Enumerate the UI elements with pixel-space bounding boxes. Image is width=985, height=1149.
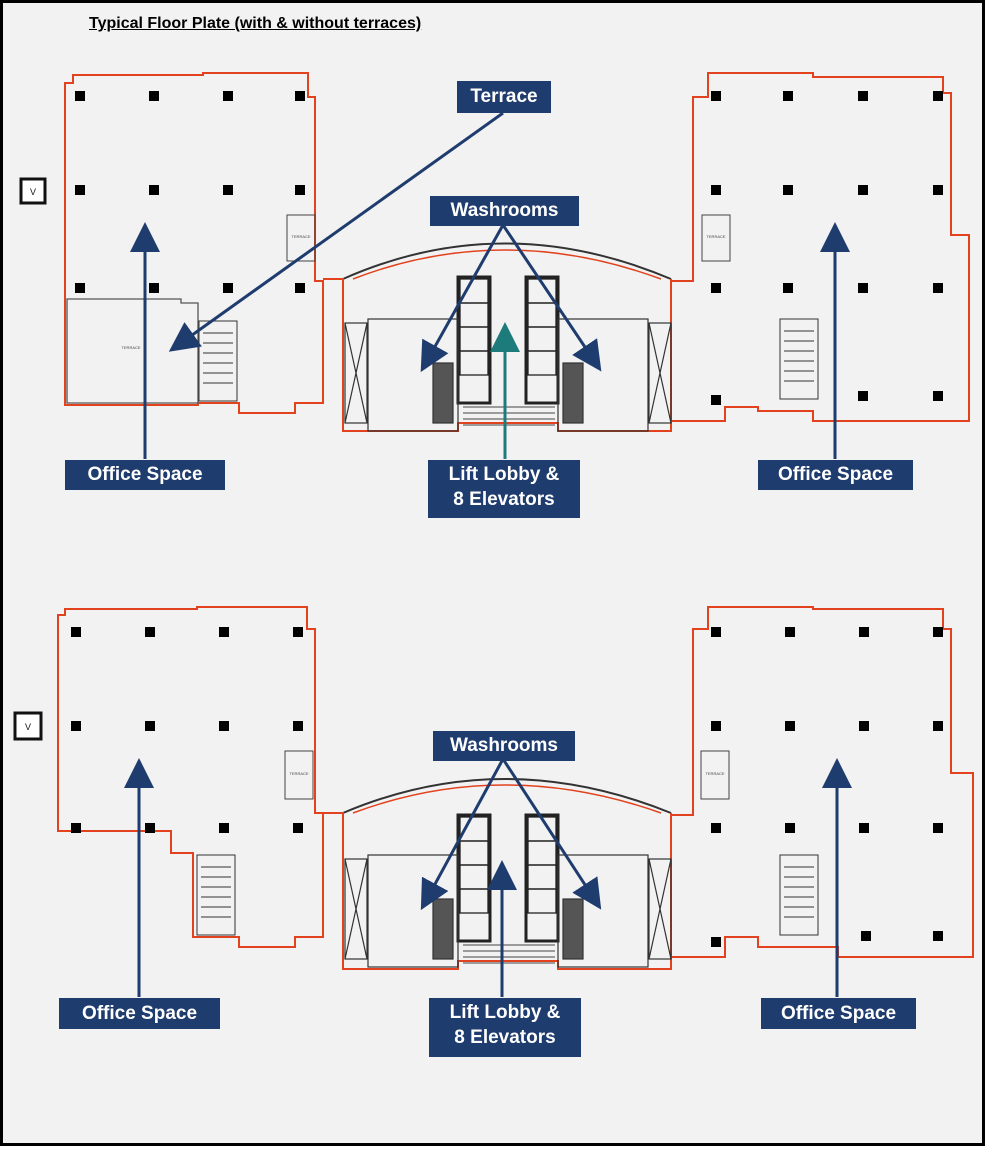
lift-lobby-line1: Lift Lobby & [449,1002,561,1023]
terrace-box-left [284,750,314,800]
callout-arrows [130,111,850,459]
structural-columns [71,627,943,947]
lift-lobby-line2: 8 Elevators [454,1027,556,1048]
floor-plan-with-terraces: TERRACE TERRACE TERRACE V [19,72,970,459]
page-title: Typical Floor Plate (with & without terr… [89,15,422,32]
lift-lobby-line1: Lift Lobby & [448,464,560,485]
terrace-box-left [286,214,316,262]
stairwell-right [779,318,819,400]
floor-plan-without-terraces: TERRACE TERRACE V [13,606,974,997]
washroom-block-left [344,854,459,968]
left-wing-perimeter [57,606,324,948]
stairwell-left [198,320,238,402]
office-space-left-callout: Office Space [59,998,220,1029]
terrace-box-right-label: TERRACE [705,771,724,776]
washrooms-callout: Washrooms [430,196,579,226]
washroom-block-right [557,854,672,968]
key-plan-icon [19,177,47,205]
right-wing-perimeter [670,72,970,422]
terrace-box-left-label: TERRACE [291,234,310,239]
right-wing-perimeter [670,606,974,958]
office-space-right-callout: Office Space [758,460,913,490]
lift-lobby-callout: Lift Lobby & 8 Elevators [429,998,581,1057]
lobby-stairs [463,944,555,964]
lift-lobby-callout: Lift Lobby & 8 Elevators [428,460,580,518]
structural-columns [75,91,943,405]
left-wing-perimeter [64,72,324,414]
washroom-block-right [557,318,672,432]
core-perimeter [323,278,672,432]
terrace-box-left-label: TERRACE [289,771,308,776]
floor-plans-canvas: TERRACE TERRACE TERRACE V [13,72,974,997]
stairwell-left [196,854,236,936]
washroom-block-left [344,318,459,432]
stairwell-right [779,854,819,936]
core-perimeter [323,812,672,970]
core-roof-curve-inner [352,784,662,814]
callout-arrows [124,758,852,997]
terrace-box-right [701,214,731,262]
lobby-stairs [463,406,555,426]
lift-lobby-line2: 8 Elevators [453,489,555,510]
terrace-callout: Terrace [457,81,551,113]
washrooms-callout: Washrooms [433,731,575,761]
elevator-bank-right [524,275,560,405]
svg-text:V: V [25,722,31,732]
key-plan-icon [13,711,43,741]
left-terrace-room [66,298,199,404]
terrace-box-right [700,750,730,800]
terrace-room-label: TERRACE [121,345,140,350]
office-space-left-callout: Office Space [65,460,225,490]
terrace-box-right-label: TERRACE [706,234,725,239]
office-space-right-callout: Office Space [761,998,916,1029]
core-roof-curve [342,242,672,280]
core-roof-curve-inner [352,249,662,280]
svg-text:V: V [30,187,36,197]
core-roof-curve [342,778,672,814]
